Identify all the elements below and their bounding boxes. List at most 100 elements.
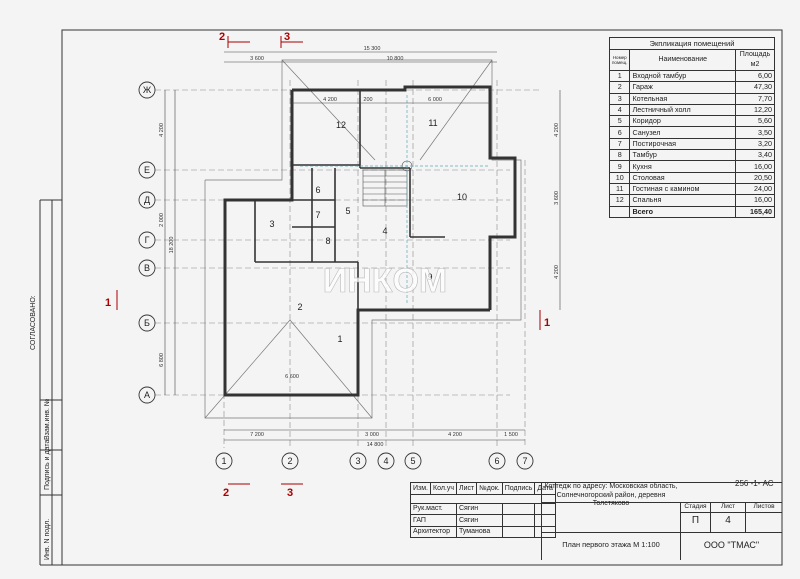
- signature-date-label: Подпись и дата: [44, 439, 51, 490]
- inv-replacement-label: Взам.инв. №: [44, 398, 51, 440]
- sheets-label: Листов: [753, 503, 775, 510]
- room-n: 11: [608, 182, 631, 196]
- col-name-header: Наименование: [629, 49, 736, 71]
- room-number-4: 4: [382, 226, 387, 236]
- sheet-value: 4: [725, 515, 731, 526]
- signature-header: №док.: [476, 482, 503, 495]
- dim-bottom-2: 3 000: [365, 432, 379, 438]
- room-number-11: 11: [428, 118, 437, 128]
- dim-left-3: 6 800: [159, 353, 165, 367]
- company-name: ООО "ТМАС": [703, 540, 760, 550]
- room-n: 10: [608, 171, 631, 184]
- room-area: 3,20: [735, 137, 775, 151]
- room-area: 16,00: [735, 160, 775, 173]
- room-number-1: 1: [337, 334, 342, 344]
- room-number-2: 2: [297, 302, 302, 312]
- axis-label-4: 4: [383, 456, 388, 466]
- sheet-title: План первого этажа М 1:100: [562, 540, 660, 549]
- axis-label-1: 1: [221, 456, 226, 466]
- room-number-6: 6: [315, 185, 320, 195]
- dim-right-2: 3 600: [554, 191, 560, 205]
- stage-label: Стадия: [684, 503, 707, 510]
- signature-header: Кол.уч: [430, 482, 457, 495]
- col-area-header: Площадь м2: [735, 49, 775, 71]
- dim-top-3: 4 200: [323, 97, 337, 103]
- dim-top-2: 10 800: [387, 56, 404, 62]
- doc-code: 256 -1- АС: [735, 479, 774, 488]
- project-address: Коттедж по адресу: Московская область, С…: [544, 483, 678, 507]
- room-n: 3: [608, 92, 631, 105]
- room-n: 5: [608, 115, 631, 128]
- section-mark-2-bottom: 2: [223, 487, 229, 499]
- axis-label-7: 7: [522, 456, 527, 466]
- room-number-3: 3: [269, 219, 274, 229]
- dim-bottom-4: 1 500: [504, 432, 518, 438]
- signature-header: Изм.: [410, 482, 431, 495]
- section-mark-3-top: 3: [284, 31, 290, 43]
- person-role: Архитектор: [410, 525, 457, 538]
- person-name: Сягин: [456, 514, 503, 527]
- signature-header: Лист: [455, 482, 478, 495]
- table-title: Экпликация помещений: [609, 37, 775, 50]
- room-name: Коридор: [629, 115, 736, 128]
- sheet-label: Лист: [720, 503, 736, 510]
- room-area: 7,70: [735, 92, 775, 105]
- room-area: 16,00: [735, 194, 775, 207]
- axis-label-5: 5: [410, 456, 415, 466]
- axis-label-zh: Ж: [143, 85, 152, 95]
- dim-top-5: 6 000: [428, 97, 442, 103]
- dim-right-3: 4 200: [554, 265, 560, 279]
- axis-label-g: Г: [145, 235, 150, 245]
- axis-label-v: В: [144, 263, 150, 273]
- room-name: Столовая: [629, 171, 736, 184]
- person-name: Туманова: [456, 525, 503, 538]
- axis-label-6: 6: [494, 456, 499, 466]
- dim-left-total: 18 200: [169, 237, 175, 254]
- rooms-explication-table: Экпликация помещений Номер помещ. Наимен…: [608, 37, 775, 218]
- signature-header: Подпись: [501, 482, 536, 495]
- room-name: Котельная: [629, 92, 736, 105]
- section-mark-2-top: 2: [219, 31, 225, 43]
- room-area: 12,20: [735, 103, 775, 117]
- dim-top-1: 3 600: [250, 56, 264, 62]
- approved-label: СОГЛАСОВАНО:: [30, 295, 37, 350]
- room-name: Кухня: [629, 160, 736, 173]
- room-n: 1: [608, 69, 631, 83]
- room-n: 12: [608, 194, 631, 207]
- room-area: 20,50: [735, 171, 775, 184]
- dim-top-4: 200: [363, 97, 372, 103]
- person-role: Рук.маст.: [410, 502, 457, 515]
- axis-label-3: 3: [355, 456, 360, 466]
- dim-bottom-1: 7 200: [250, 432, 264, 438]
- room-area: 47,30: [735, 81, 775, 94]
- signature-row: Рук.маст.Сягин: [410, 502, 556, 515]
- room-number-12: 12: [336, 120, 346, 130]
- room-n: 2: [608, 81, 631, 94]
- axis-label-a: А: [144, 390, 150, 400]
- total-label: Всего: [629, 205, 736, 218]
- room-name: Постирочная: [629, 137, 736, 151]
- room-n: 8: [608, 149, 631, 162]
- dim-bottom-3: 4 200: [448, 432, 462, 438]
- room-name: Санузел: [629, 126, 736, 139]
- total-area: 165,40: [735, 205, 775, 218]
- room-area: 3,40: [735, 149, 775, 162]
- person-role: ГАП: [410, 514, 457, 527]
- section-mark-3-bottom: 3: [287, 487, 293, 499]
- room-n: 4: [608, 103, 631, 117]
